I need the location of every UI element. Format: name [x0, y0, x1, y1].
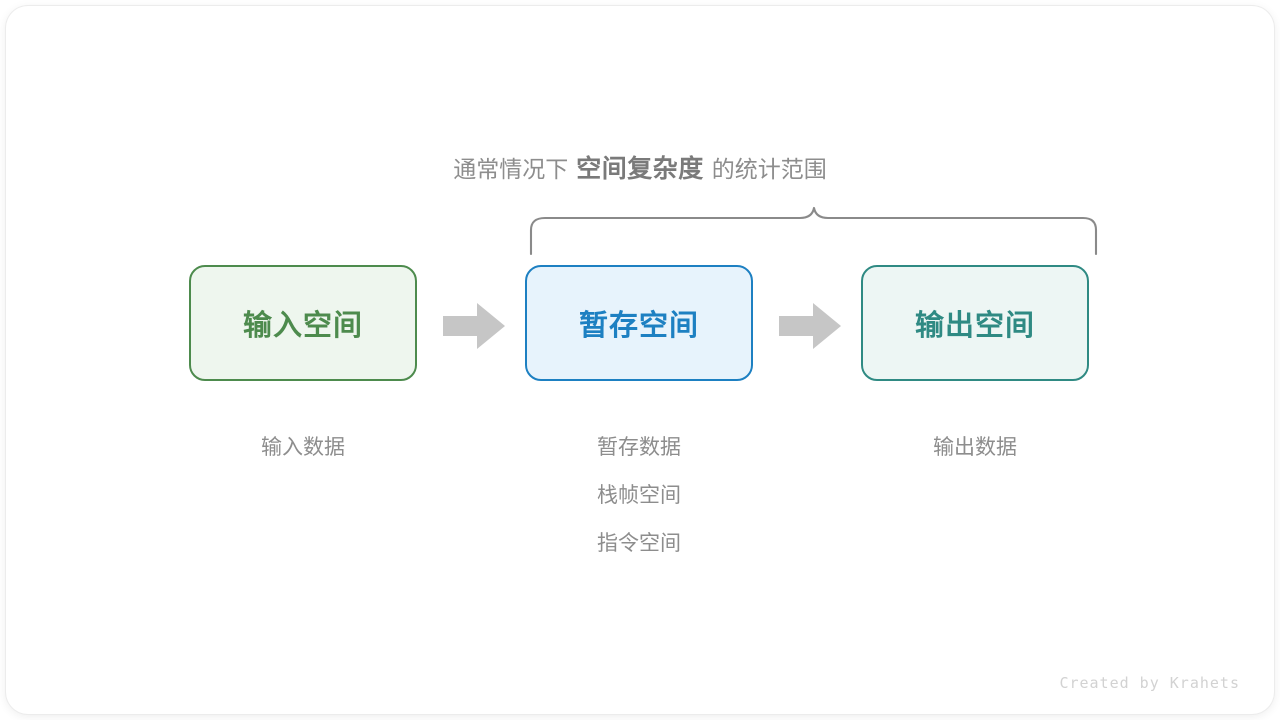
box-row: 输入空间 暂存空间 输出空间: [6, 265, 1274, 387]
box-temp-space-title: 暂存空间: [578, 310, 699, 342]
box-output-space-title: 输出空间: [914, 310, 1035, 342]
label-col-temp-space: 暂存数据 栈帧空间 指令空间: [525, 424, 753, 568]
label-item: 输入数据: [261, 436, 345, 459]
label-item: 指令空间: [597, 532, 681, 555]
arrow-right-icon: [779, 303, 841, 349]
label-col-output-space: 输出数据: [861, 424, 1089, 472]
diagram-card: 通常情况下空间复杂度的统计范围 输入空间 暂存空间 输出空间: [6, 6, 1274, 714]
diagram-stage: 通常情况下空间复杂度的统计范围 输入空间 暂存空间 输出空间: [6, 6, 1274, 714]
curly-brace: [529, 206, 1098, 256]
box-input-space-title: 输入空间: [242, 310, 363, 342]
caption-prefix: 通常情况下: [453, 156, 569, 182]
watermark: Created by Krahets: [1059, 674, 1240, 692]
label-item: 暂存数据: [597, 436, 681, 459]
label-item: 输出数据: [933, 436, 1017, 459]
arrow-right-icon: [443, 303, 505, 349]
caption-emphasis: 空间复杂度: [576, 155, 704, 183]
box-output-space[interactable]: 输出空间: [861, 265, 1089, 381]
label-row: 输入数据 暂存数据 栈帧空间 指令空间 输出数据: [6, 424, 1274, 564]
box-temp-space[interactable]: 暂存空间: [525, 265, 753, 381]
label-col-input-space: 输入数据: [189, 424, 417, 472]
label-item: 栈帧空间: [597, 484, 681, 507]
box-input-space[interactable]: 输入空间: [189, 265, 417, 381]
caption-suffix: 的统计范围: [711, 156, 827, 182]
caption: 通常情况下空间复杂度的统计范围: [6, 152, 1274, 186]
